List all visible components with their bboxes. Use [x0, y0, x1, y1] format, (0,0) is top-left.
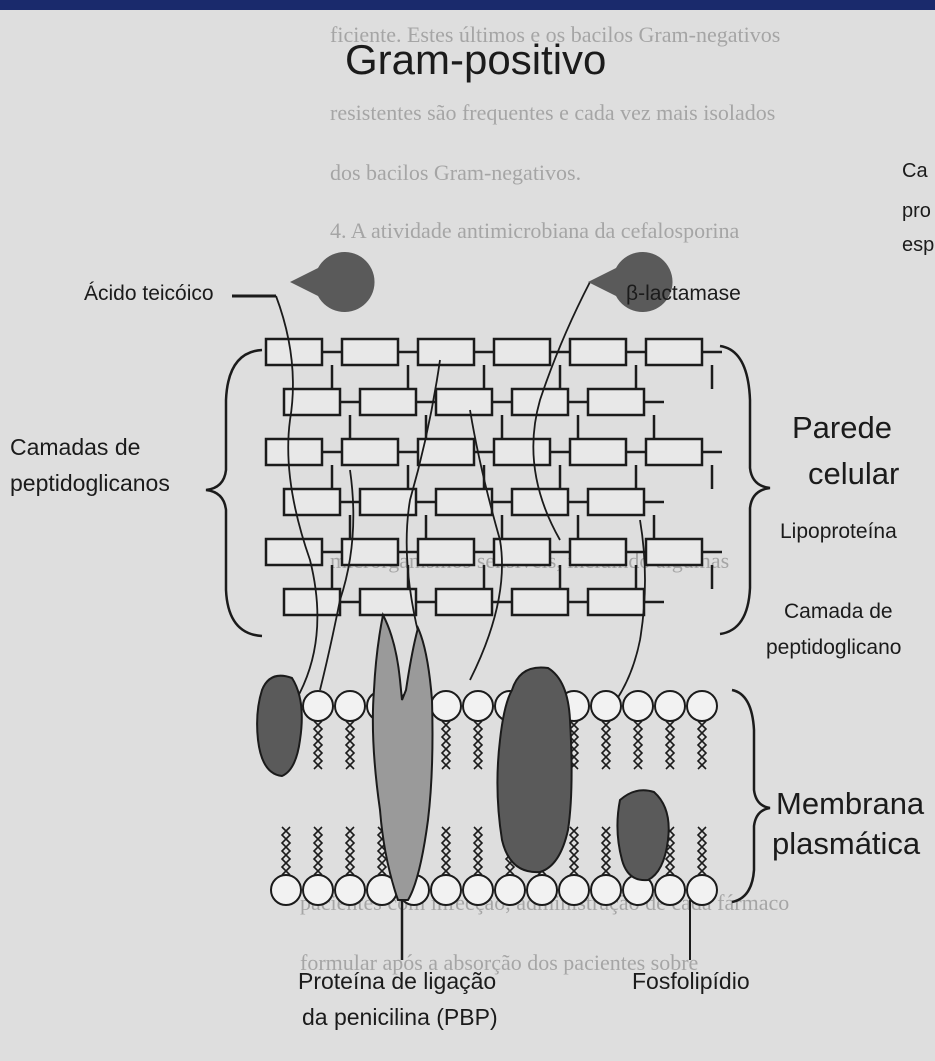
peptidoglycan-layers [266, 339, 722, 615]
phospholipid-head [303, 875, 333, 905]
peptidoglycan-unit [588, 589, 644, 615]
phospholipid-head [655, 691, 685, 721]
label-cut-off-line3: esp [902, 234, 934, 257]
phospholipid-head [655, 875, 685, 905]
phospholipid-head [271, 875, 301, 905]
label-pbp-line2: da penicilina (PBP) [302, 1004, 498, 1031]
label-cut-off-line1: Ca [902, 160, 928, 183]
peptidoglycan-unit [570, 339, 626, 365]
label-lipoprotein: Lipoproteína [780, 520, 897, 544]
peptidoglycan-unit [588, 489, 644, 515]
peptidoglycan-unit [646, 539, 702, 565]
peptidoglycan-unit [342, 339, 398, 365]
phospholipid-head [431, 875, 461, 905]
peptidoglycan-unit [418, 539, 474, 565]
peptidoglycan-unit [570, 439, 626, 465]
phospholipid-head [335, 691, 365, 721]
label-beta-lactamase: β-lactamase [626, 282, 741, 306]
peptidoglycan-unit [570, 539, 626, 565]
phospholipid-tail [570, 827, 578, 875]
phospholipid-head [591, 691, 621, 721]
peptidoglycan-unit [646, 339, 702, 365]
peptidoglycan-unit [266, 439, 322, 465]
phospholipid-head [463, 875, 493, 905]
peptidoglycan-unit [436, 589, 492, 615]
membrane-protein-large [497, 667, 571, 872]
label-cut-off-line2: pro [902, 200, 931, 223]
frame-top-bar [0, 0, 935, 10]
diagram-title: Gram-positivo [345, 36, 606, 84]
peptidoglycan-unit [588, 389, 644, 415]
phospholipid-tail [346, 721, 354, 769]
phospholipid-tail [346, 827, 354, 875]
peptidoglycan-unit [360, 589, 416, 615]
phospholipid-tail [314, 721, 322, 769]
phospholipid-tail [602, 721, 610, 769]
phospholipid-tail [474, 827, 482, 875]
phospholipid-head [687, 691, 717, 721]
brace-cell-wall [720, 346, 770, 634]
phospholipid-tail [666, 721, 674, 769]
phospholipid-head [687, 875, 717, 905]
membrane-protein-left [257, 676, 302, 776]
phospholipid-tail [314, 827, 322, 875]
peptidoglycan-unit [494, 439, 550, 465]
label-phospholipid: Fosfolipídio [632, 968, 750, 995]
phospholipid-tail [442, 827, 450, 875]
label-plasma-membrane-line2: plasmática [772, 826, 920, 862]
peptidoglycan-unit [266, 339, 322, 365]
label-peptidoglycan-layer-line1: Camada de [784, 600, 893, 624]
peptidoglycan-unit [360, 389, 416, 415]
peptidoglycan-unit [494, 339, 550, 365]
penicillin-binding-protein [373, 615, 433, 900]
brace-plasma-membrane [732, 690, 770, 902]
peptidoglycan-unit [436, 389, 492, 415]
brace-peptidoglycan-layers [206, 350, 262, 636]
beta-lactamase-shape [290, 252, 375, 312]
phospholipid-head [495, 875, 525, 905]
peptidoglycan-unit [418, 439, 474, 465]
label-teichoic-acid: Ácido teicóico [84, 282, 214, 306]
lipoprotein-shape [617, 790, 668, 880]
phospholipid-head [335, 875, 365, 905]
label-peptidoglycan-layers-line1: Camadas de [10, 434, 140, 461]
phospholipid-tail [442, 721, 450, 769]
label-plasma-membrane-line1: Membrana [776, 786, 924, 822]
peptidoglycan-unit [342, 439, 398, 465]
label-pbp-line1: Proteína de ligação [298, 968, 496, 995]
phospholipid-head [303, 691, 333, 721]
phospholipid-tail [474, 721, 482, 769]
phospholipid-head [623, 691, 653, 721]
peptidoglycan-unit [436, 489, 492, 515]
peptidoglycan-unit [418, 339, 474, 365]
peptidoglycan-unit [284, 589, 340, 615]
phospholipid-tail [634, 721, 642, 769]
label-cell-wall-line2: celular [808, 456, 899, 492]
phospholipid-head [527, 875, 557, 905]
phospholipid-tail [602, 827, 610, 875]
peptidoglycan-unit [646, 439, 702, 465]
label-cell-wall-line1: Parede [792, 410, 892, 446]
phospholipid-head [463, 691, 493, 721]
phospholipid-head [431, 691, 461, 721]
phospholipid-head [591, 875, 621, 905]
phospholipid-head [559, 875, 589, 905]
peptidoglycan-unit [266, 539, 322, 565]
label-peptidoglycan-layers-line2: peptidoglicanos [10, 470, 170, 497]
label-peptidoglycan-layer-line2: peptidoglicano [766, 636, 901, 660]
phospholipid-tail [282, 827, 290, 875]
peptidoglycan-unit [512, 589, 568, 615]
phospholipid-tail [698, 721, 706, 769]
phospholipid-tail [698, 827, 706, 875]
